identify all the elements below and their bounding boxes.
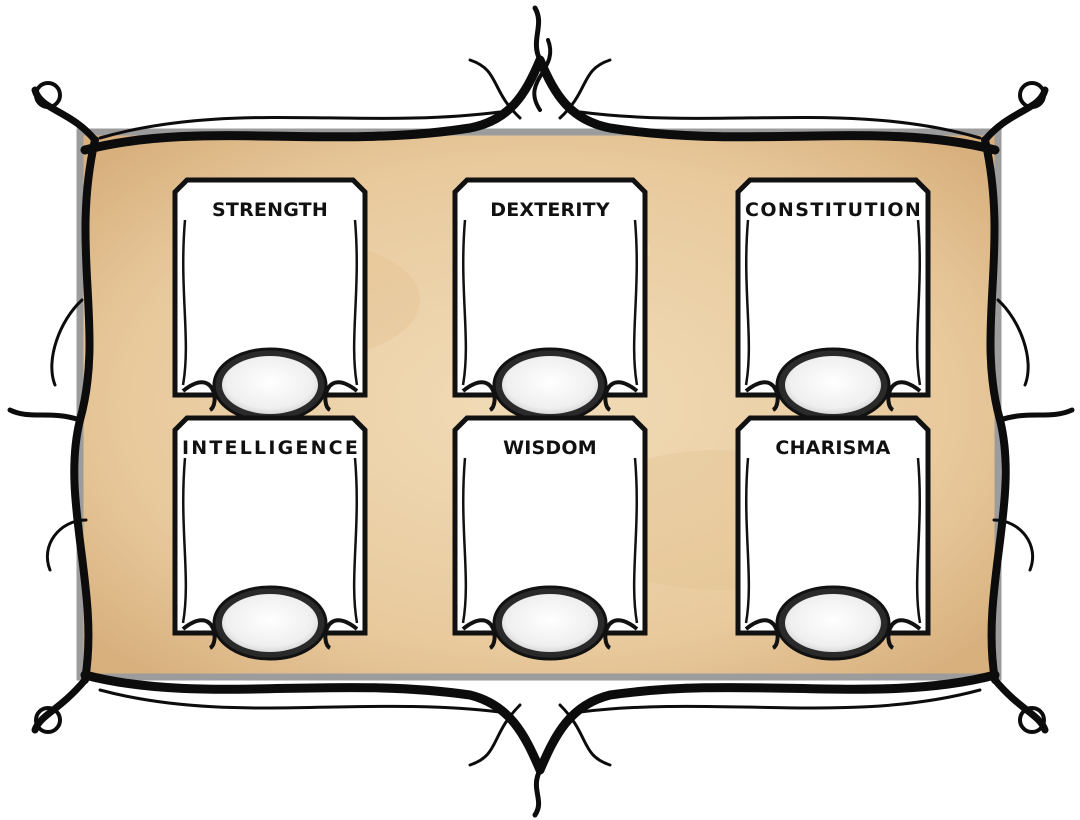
score-value-field[interactable] [502,356,598,414]
score-value-field[interactable] [785,356,881,414]
stat-card-constitution: CONSTITUTION [735,177,931,423]
stat-label-constitution: CONSTITUTION [745,199,921,221]
stat-label-intelligence: INTELLIGENCE [182,437,358,459]
scroll-flourish-icon [181,618,359,650]
stat-label-strength: STRENGTH [212,199,328,221]
scroll-flourish-icon [461,618,639,650]
stat-label-wisdom: WISDOM [503,437,597,459]
thorny-vine-ornament-icon [7,5,1075,818]
stat-label-dexterity: DEXTERITY [490,199,610,221]
stat-card-charisma: CHARISMA [735,415,931,661]
stat-card-intelligence: INTELLIGENCE [172,415,368,661]
score-value-field[interactable] [502,594,598,652]
stat-card-body [172,177,368,398]
stat-card-wisdom: WISDOM [452,415,648,661]
stat-card-body [735,415,931,636]
scroll-flourish-icon [461,219,639,386]
scroll-flourish-icon [461,380,639,412]
score-value-field[interactable] [222,356,318,414]
stat-card-dexterity: DEXTERITY [452,177,648,423]
stat-card-strength: STRENGTH [172,177,368,423]
score-value-field[interactable] [785,594,881,652]
stat-card-body [735,177,931,398]
scroll-flourish-icon [461,457,639,624]
score-value-field[interactable] [222,594,318,652]
scroll-flourish-icon [181,457,359,624]
stat-label-charisma: CHARISMA [775,437,890,459]
stat-card-body [452,177,648,398]
scroll-flourish-icon [744,380,922,412]
stat-card-body [452,415,648,636]
scroll-flourish-icon [744,457,922,624]
scroll-flourish-icon [181,219,359,386]
scroll-flourish-icon [744,219,922,386]
stat-card-body [172,415,368,636]
scroll-flourish-icon [181,380,359,412]
scroll-flourish-icon [744,618,922,650]
